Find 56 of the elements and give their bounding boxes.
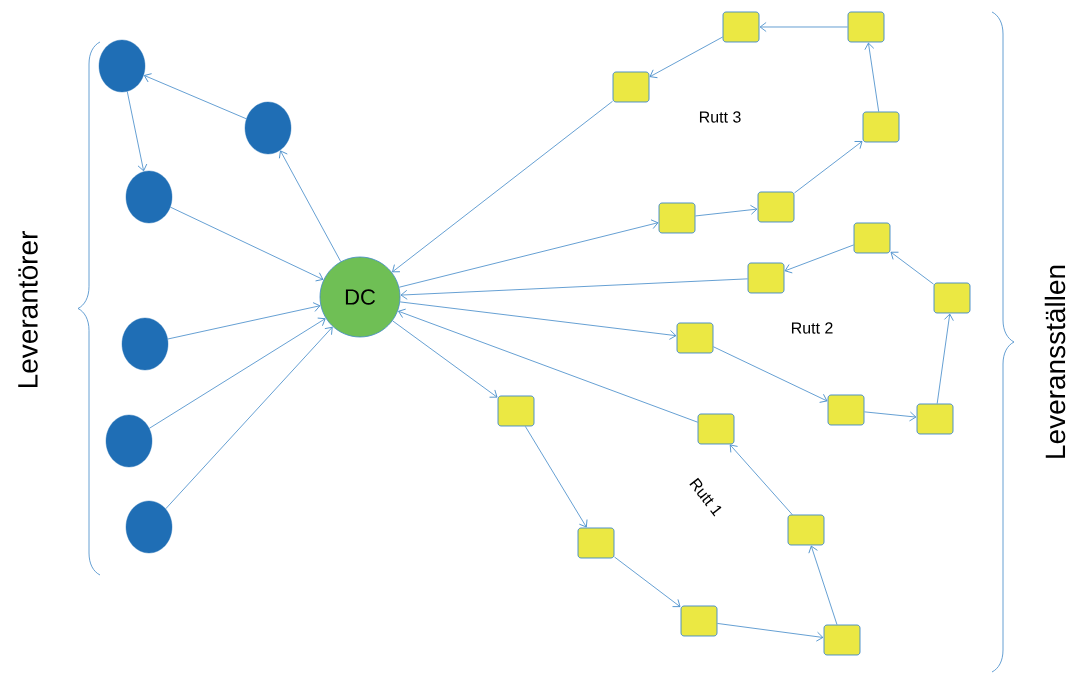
supplier-circle [125,170,173,224]
arrow [936,313,954,404]
arrow [167,302,321,340]
arrow [143,73,247,120]
supplier-circle [98,39,146,93]
arrow [400,278,748,300]
arrow [279,150,342,262]
supplier-circle [121,317,169,371]
arrow [170,206,324,282]
arrow [649,36,723,79]
arrow [399,301,677,340]
stop-box [933,282,971,314]
arrow [864,411,917,422]
arrow [713,346,828,403]
stop-box [697,413,735,445]
stop-box [823,624,861,656]
stop-box [853,222,891,254]
arrow [392,100,613,273]
side-label: Leveransställen [1044,265,1066,458]
arrow [614,556,681,608]
stop-box [787,514,825,546]
arrow [524,426,588,528]
route-label: Rutt 3 [700,111,741,123]
supplier-circle [105,414,153,468]
arrow [729,444,793,515]
supplier-circle [125,500,173,554]
stop-box [847,11,885,43]
stop-box [827,394,865,426]
arrow [784,244,854,274]
arrow [864,42,880,112]
arrow [126,91,148,172]
stop-box [722,11,760,43]
stop-box [757,191,795,223]
arrow [717,623,824,642]
route-label: Rutt 2 [792,322,833,334]
arrow [759,22,848,32]
arrow [808,545,838,625]
arrow [794,141,863,194]
arrow [890,251,934,285]
stop-box [612,71,650,103]
side-label: Leverantörer [18,231,38,388]
supplier-circle [244,101,292,155]
stop-box [862,111,900,143]
arrow [398,219,659,288]
stop-box [497,395,535,427]
stop-box [747,262,785,294]
stop-box [676,322,714,354]
stop-box [577,527,615,559]
arrow [165,326,333,510]
stop-box [916,403,954,435]
arrow [392,320,498,398]
stop-box [658,202,696,234]
arrow [148,317,326,429]
arrow [695,204,758,217]
stop-box [680,605,718,637]
arrow [398,308,698,423]
